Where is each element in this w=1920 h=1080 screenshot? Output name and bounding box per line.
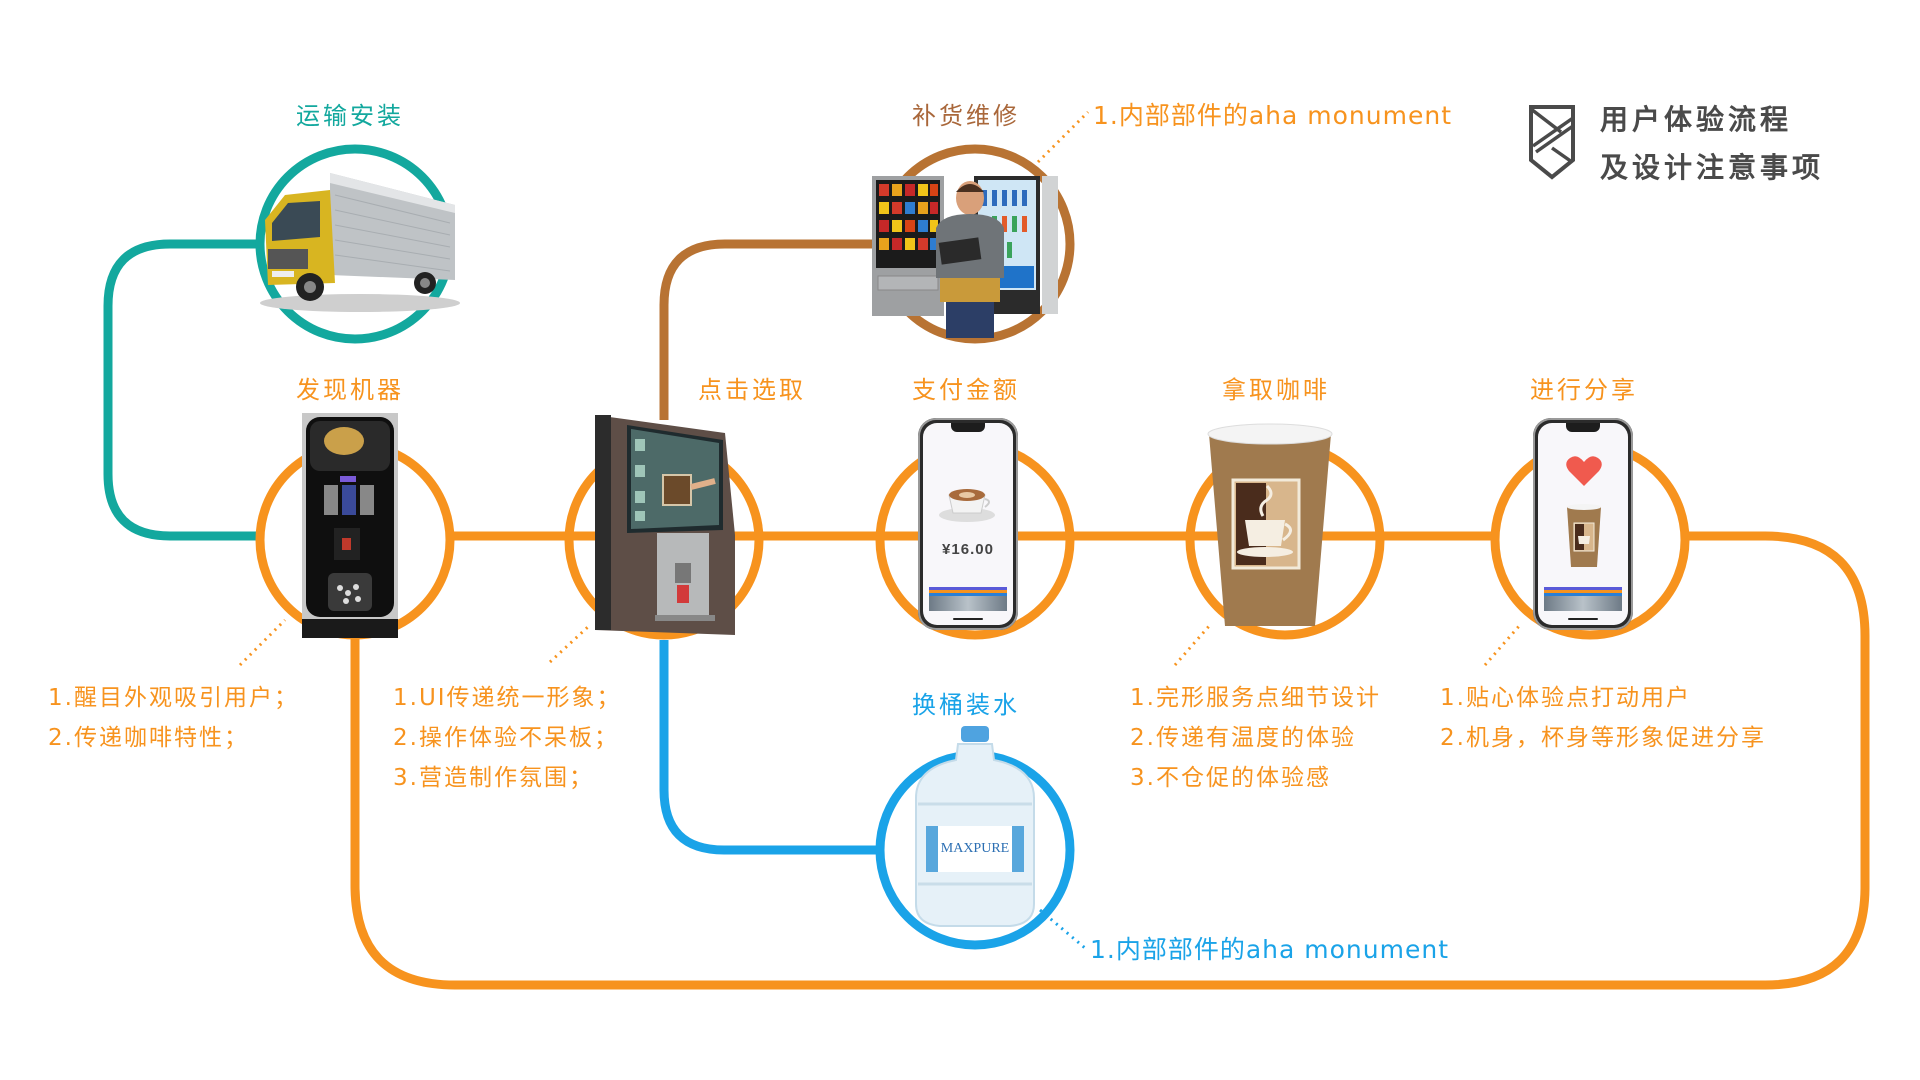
note-item: 1.UI传递统一形象； [393,685,622,711]
brown-connector [659,239,880,420]
note-item: 2.传递咖啡特性； [48,725,249,751]
note-item: 3.不仓促的体验感 [1130,765,1331,791]
notes-take: 1.完形服务点细节设计 2.传递有温度的体验 3.不仓促的体验感 [1130,678,1381,798]
orange-connector-loop [350,531,1870,990]
note-item: 2.机身，杯身等形象促进分享 [1440,725,1766,751]
notes-discover: 1.醒目外观吸引用户； 2.传递咖啡特性； [48,678,299,758]
notes-share: 1.贴心体验点打动用户 2.机身，杯身等形象促进分享 [1440,678,1766,758]
label-discover: 发现机器 [296,376,404,404]
truck-icon [260,173,460,312]
blue-connector [659,640,880,855]
payment-amount: ¥16.00 [942,541,994,558]
leader-discover [238,618,287,667]
page-title: 用户体验流程 及设计注意事项 [1600,96,1824,192]
leader-select [548,623,592,664]
phone-share-icon [1533,418,1633,630]
note-item: 1.完形服务点细节设计 [1130,685,1381,711]
leader-water [1039,908,1086,950]
label-select: 点击选取 [698,376,806,404]
coffee-cup-icon [1207,423,1333,626]
note-item: 2.操作体验不呆板； [393,725,619,751]
bottle-brand-text: MAXPURE [941,841,1009,856]
label-take: 拿取咖啡 [1222,376,1330,404]
note-item: 3.营造制作氛围； [393,765,594,791]
label-water: 换桶装水 [912,691,1020,719]
note-item: 1.贴心体验点打动用户 [1440,685,1691,711]
label-share: 进行分享 [1530,376,1638,404]
teal-connector [103,239,262,541]
leader-take [1173,624,1212,666]
notes-select: 1.UI传递统一形象； 2.操作体验不呆板； 3.营造制作氛围； [393,678,622,798]
phone-payment-icon: ¥16.00 [918,418,1018,630]
label-transport: 运输安装 [296,102,404,130]
title-line-1: 用户体验流程 [1600,103,1793,136]
restock-note: 1.内部部件的aha monument [1093,101,1453,130]
label-restock: 补货维修 [912,102,1020,130]
mini-coffee-cup-icon [1567,504,1601,567]
water-bottle-icon: MAXPURE [915,726,1035,927]
shield-logo-icon [1529,105,1575,180]
coffee-machine-icon [302,413,398,638]
leader-restock [1036,110,1090,164]
coffee-cup-saucer-icon [939,489,995,522]
leader-share [1483,624,1522,666]
label-pay: 支付金额 [912,376,1020,404]
water-note: 1.内部部件的aha monument [1090,935,1450,964]
note-item: 2.传递有温度的体验 [1130,725,1356,751]
touchscreen-machine-icon [595,415,735,635]
repairman-vending-icon [872,176,1058,338]
title-line-2: 及设计注意事项 [1600,151,1825,184]
note-item: 1.醒目外观吸引用户； [48,685,299,711]
heart-icon [1566,456,1602,486]
